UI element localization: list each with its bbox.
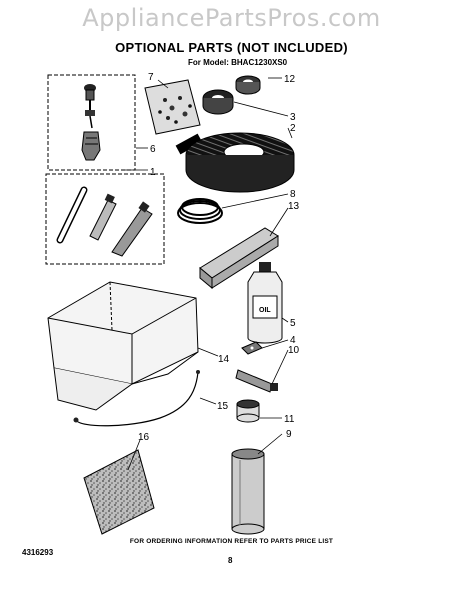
coiled-cord-icon <box>177 198 223 224</box>
tape-roll-icon <box>202 89 234 115</box>
valve-kit-box <box>47 74 136 171</box>
callout-5: 5 <box>290 318 296 329</box>
oil-bottle-label: OIL <box>259 307 271 314</box>
callout-1: 1 <box>150 167 156 178</box>
tubes-kit-icon <box>56 186 153 257</box>
page-title: OPTIONAL PARTS (NOT INCLUDED) <box>115 40 348 55</box>
gasket-icon <box>241 341 263 355</box>
callout-14: 14 <box>218 354 230 365</box>
callout-3: 3 <box>290 112 296 123</box>
model-label: For Model: BHAC1230XS0 <box>188 58 288 67</box>
callout-10: 10 <box>288 345 300 356</box>
tube-kit-box <box>45 173 165 265</box>
tape-roll-icon <box>235 75 261 95</box>
tube-icon <box>235 369 278 393</box>
spray-can-icon <box>231 448 265 535</box>
document-part-number: 4316293 <box>22 548 54 557</box>
foam-tape-roll-icon <box>175 132 295 193</box>
callout-4: 4 <box>290 335 296 346</box>
page-number: 8 <box>228 556 233 565</box>
callout-9: 9 <box>286 429 292 440</box>
cord-icon <box>73 370 200 427</box>
callout-6: 6 <box>150 144 156 155</box>
callout-11: 11 <box>284 414 295 425</box>
small-can-icon <box>236 399 260 423</box>
filter-pad-icon <box>83 449 155 535</box>
callout-12: 12 <box>284 74 296 85</box>
callout-7: 7 <box>148 72 154 83</box>
valve-fitting-icon <box>81 84 101 161</box>
hardware-bag-icon <box>144 79 201 135</box>
callout-labels: 1 2 3 4 5 6 7 8 9 10 11 12 13 14 15 16 <box>138 72 300 443</box>
callout-15: 15 <box>217 401 229 412</box>
callout-16: 16 <box>138 432 150 443</box>
oil-bottle-icon <box>247 262 283 344</box>
leader-lines <box>124 77 293 471</box>
foam-block-icon <box>199 227 279 290</box>
callout-8: 8 <box>290 189 296 200</box>
watermark: AppliancePartsPros.com <box>82 4 381 32</box>
cover-icon <box>47 281 199 411</box>
callout-13: 13 <box>288 201 300 212</box>
callout-2: 2 <box>290 123 296 134</box>
ordering-instructions: FOR ORDERING INFORMATION REFER TO PARTS … <box>129 538 334 545</box>
